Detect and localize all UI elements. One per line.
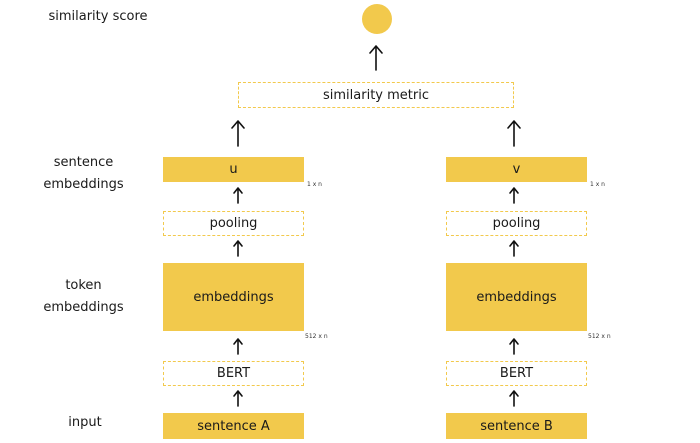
embeddings-box-right: embeddings [446, 263, 587, 331]
arrow-sentence-to-bert-right [509, 390, 519, 407]
vector-v-box: v [446, 157, 587, 182]
arrow-embeddings-to-pooling-left [233, 240, 243, 257]
vector-u-box: u [163, 157, 304, 182]
sentence-a-box: sentence A [163, 413, 304, 439]
similarity-metric-box: similarity metric [238, 82, 514, 108]
pooling-box-right: pooling [446, 211, 587, 236]
embeddings-box-left: embeddings [163, 263, 304, 331]
arrow-embeddings-to-pooling-right [509, 240, 519, 257]
label-sentence-embeddings: sentence embeddings [43, 155, 124, 192]
label-similarity-score: similarity score [48, 9, 148, 24]
pooling-box-left: pooling [163, 211, 304, 236]
arrow-metric-to-score [369, 45, 383, 71]
arrow-u-to-metric [231, 120, 245, 147]
label-input: input [68, 415, 102, 430]
vector-v-dims: 1 x n [590, 181, 605, 188]
label-token-embeddings: token embeddings [43, 278, 124, 315]
embeddings-dims-left: 512 x n [305, 333, 328, 340]
bert-box-left: BERT [163, 361, 304, 386]
arrow-pooling-to-u-left [233, 187, 243, 204]
vector-u-dims: 1 x n [307, 181, 322, 188]
embeddings-dims-right: 512 x n [588, 333, 611, 340]
similarity-score-node [362, 4, 392, 34]
arrow-v-to-metric [507, 120, 521, 147]
arrow-bert-to-embeddings-right [509, 338, 519, 355]
arrow-pooling-to-v-right [509, 187, 519, 204]
bert-box-right: BERT [446, 361, 587, 386]
arrow-sentence-to-bert-left [233, 390, 243, 407]
sentence-b-box: sentence B [446, 413, 587, 439]
arrow-bert-to-embeddings-left [233, 338, 243, 355]
